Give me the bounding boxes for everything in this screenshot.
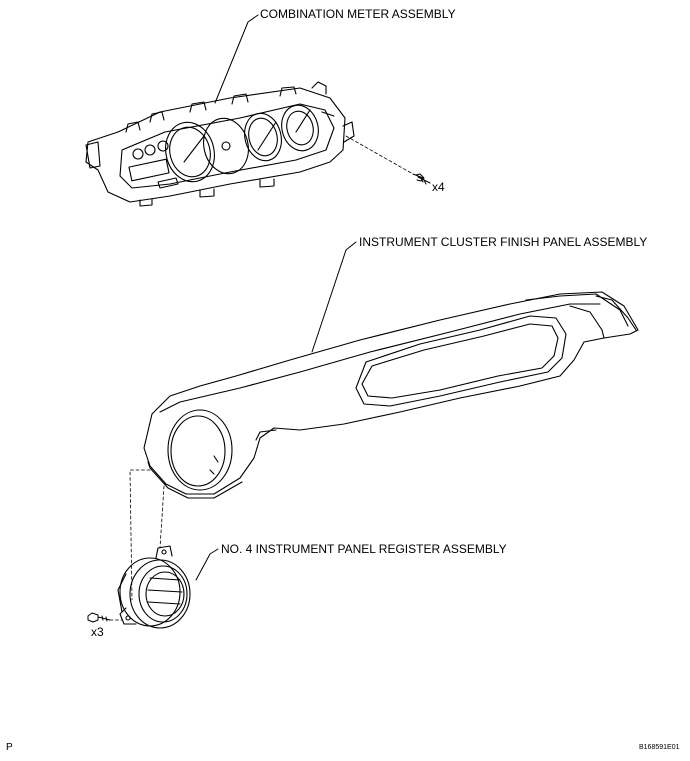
register-leader-line: [195, 548, 219, 581]
figure-code: B168591E01: [639, 744, 680, 751]
meter-callout-label: COMBINATION METER ASSEMBLY: [260, 7, 456, 21]
meter-screw-icon: [412, 173, 431, 185]
register-screw-icon: [87, 612, 111, 623]
combination-meter-assembly: [85, 81, 355, 207]
corner-mark: P: [6, 742, 13, 753]
meter-screw-quantity: x4: [432, 180, 445, 194]
no4-register-assembly: [117, 545, 191, 629]
register-screw-quantity: x3: [91, 625, 104, 639]
register-callout-label: NO. 4 INSTRUMENT PANEL REGISTER ASSEMBLY: [221, 542, 507, 556]
meter-leader-line: [214, 14, 259, 104]
panel-callout-label: INSTRUMENT CLUSTER FINISH PANEL ASSEMBLY: [359, 235, 648, 249]
register-guide-line-right: [159, 485, 165, 549]
instrument-cluster-finish-panel: [143, 291, 639, 499]
panel-leader-line: [311, 241, 357, 353]
register-guide-line-left: [129, 469, 151, 601]
meter-screw-guide-line: [345, 135, 414, 175]
